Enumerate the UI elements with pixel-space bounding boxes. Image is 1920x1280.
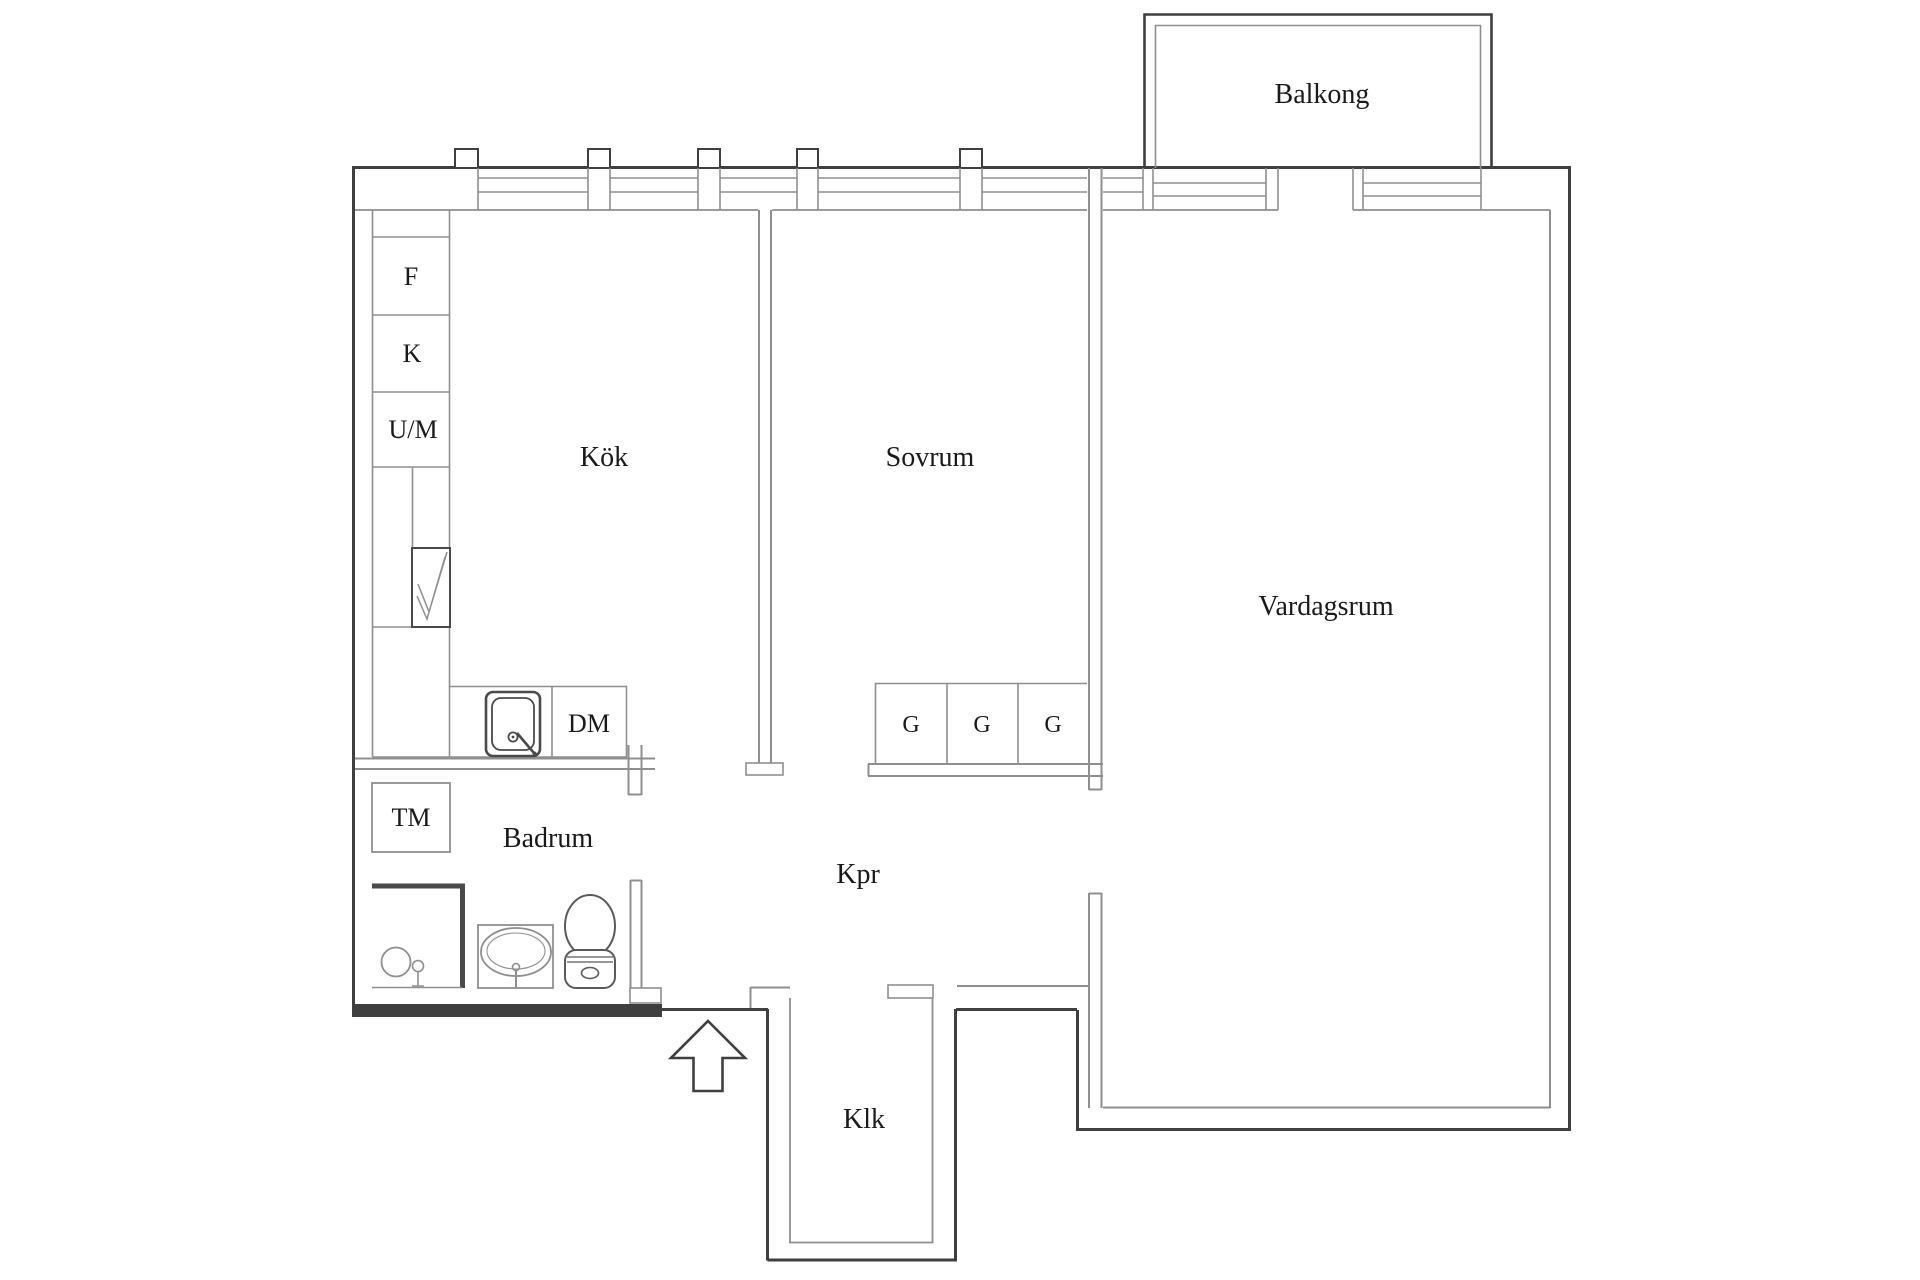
- kitchen-counter: [450, 685, 628, 758]
- window-pier: [697, 148, 721, 169]
- balcony-inner-wall: [1154, 24, 1482, 168]
- washbasin-faucet: [511, 962, 521, 972]
- labels: Balkong Kök Sovrum Vardagsrum Badrum Kpr…: [388, 79, 1393, 1135]
- washbasin-icon: [477, 924, 554, 989]
- shower-mixer-stem: [412, 971, 424, 987]
- kitchen-cabinet-column: [371, 210, 451, 758]
- closet-door-lip: [887, 984, 934, 999]
- window-pier: [454, 148, 479, 169]
- wardrobe-label: G: [973, 712, 990, 738]
- bathroom-label: Badrum: [503, 823, 593, 854]
- balcony: [1143, 13, 1493, 168]
- window-pier: [959, 148, 983, 169]
- freezer-label: K: [403, 339, 422, 368]
- toilet-icon: [564, 894, 616, 989]
- bedroom-wall-foot: [745, 762, 784, 776]
- shower-drain: [380, 946, 412, 978]
- oven-micro-label: U/M: [388, 415, 437, 444]
- wardrobe-label: G: [902, 712, 919, 738]
- window-band: [355, 148, 1550, 211]
- sink-basin: [491, 697, 535, 751]
- window-glazing: [477, 168, 1482, 210]
- wardrobe-outline: [874, 682, 1087, 763]
- sink-drain-dot: [511, 735, 515, 739]
- sink-faucet: [516, 732, 535, 754]
- washing-machine-box: [371, 782, 451, 853]
- washing-machine-label: TM: [392, 803, 431, 832]
- fridge-label: F: [404, 262, 418, 291]
- closet-inner-wall: [789, 998, 934, 1244]
- shower-mixer: [411, 959, 425, 973]
- bathroom-wall-foot: [629, 987, 662, 1004]
- sink-outer: [484, 690, 542, 758]
- kitchen-sink-icon: [484, 690, 542, 758]
- balcony-label: Balkong: [1275, 79, 1370, 110]
- interior-wall-lines: [355, 168, 1551, 1109]
- toilet-flush-button: [580, 966, 600, 980]
- outer-walls: [352, 166, 1571, 1262]
- closet-label: Klk: [843, 1104, 885, 1135]
- interior-walls: [355, 168, 1551, 1244]
- entrance-arrow-icon: [667, 1019, 749, 1093]
- corridor-label: Kpr: [836, 859, 880, 890]
- dishwasher-label: DM: [568, 709, 610, 738]
- counter-check-mark-icon: [416, 551, 448, 622]
- entry-thick-wall: [352, 1004, 662, 1017]
- bathroom: [371, 782, 616, 989]
- sink-drain: [507, 731, 519, 743]
- bedroom-label: Sovrum: [886, 442, 975, 473]
- kitchen: [371, 210, 628, 758]
- shower-icon: [372, 883, 465, 989]
- kitchen-label: Kök: [580, 442, 628, 473]
- wardrobe-label: G: [1044, 712, 1061, 738]
- window-pier: [587, 148, 611, 169]
- living-room-label: Vardagsrum: [1258, 591, 1394, 622]
- balcony-outer-wall: [1143, 13, 1493, 168]
- window-piers: [454, 148, 983, 169]
- washbasin-bowl-inner: [486, 932, 546, 970]
- toilet-tank: [564, 894, 616, 958]
- toilet-bowl: [564, 949, 616, 989]
- entrance-arrow-shape: [667, 1019, 749, 1093]
- sink-faucet-tip: [532, 751, 537, 756]
- shower-walls: [372, 883, 465, 988]
- window-pier: [796, 148, 819, 169]
- wardrobe-row: [874, 682, 1087, 763]
- toilet-rim-lines: [567, 956, 613, 963]
